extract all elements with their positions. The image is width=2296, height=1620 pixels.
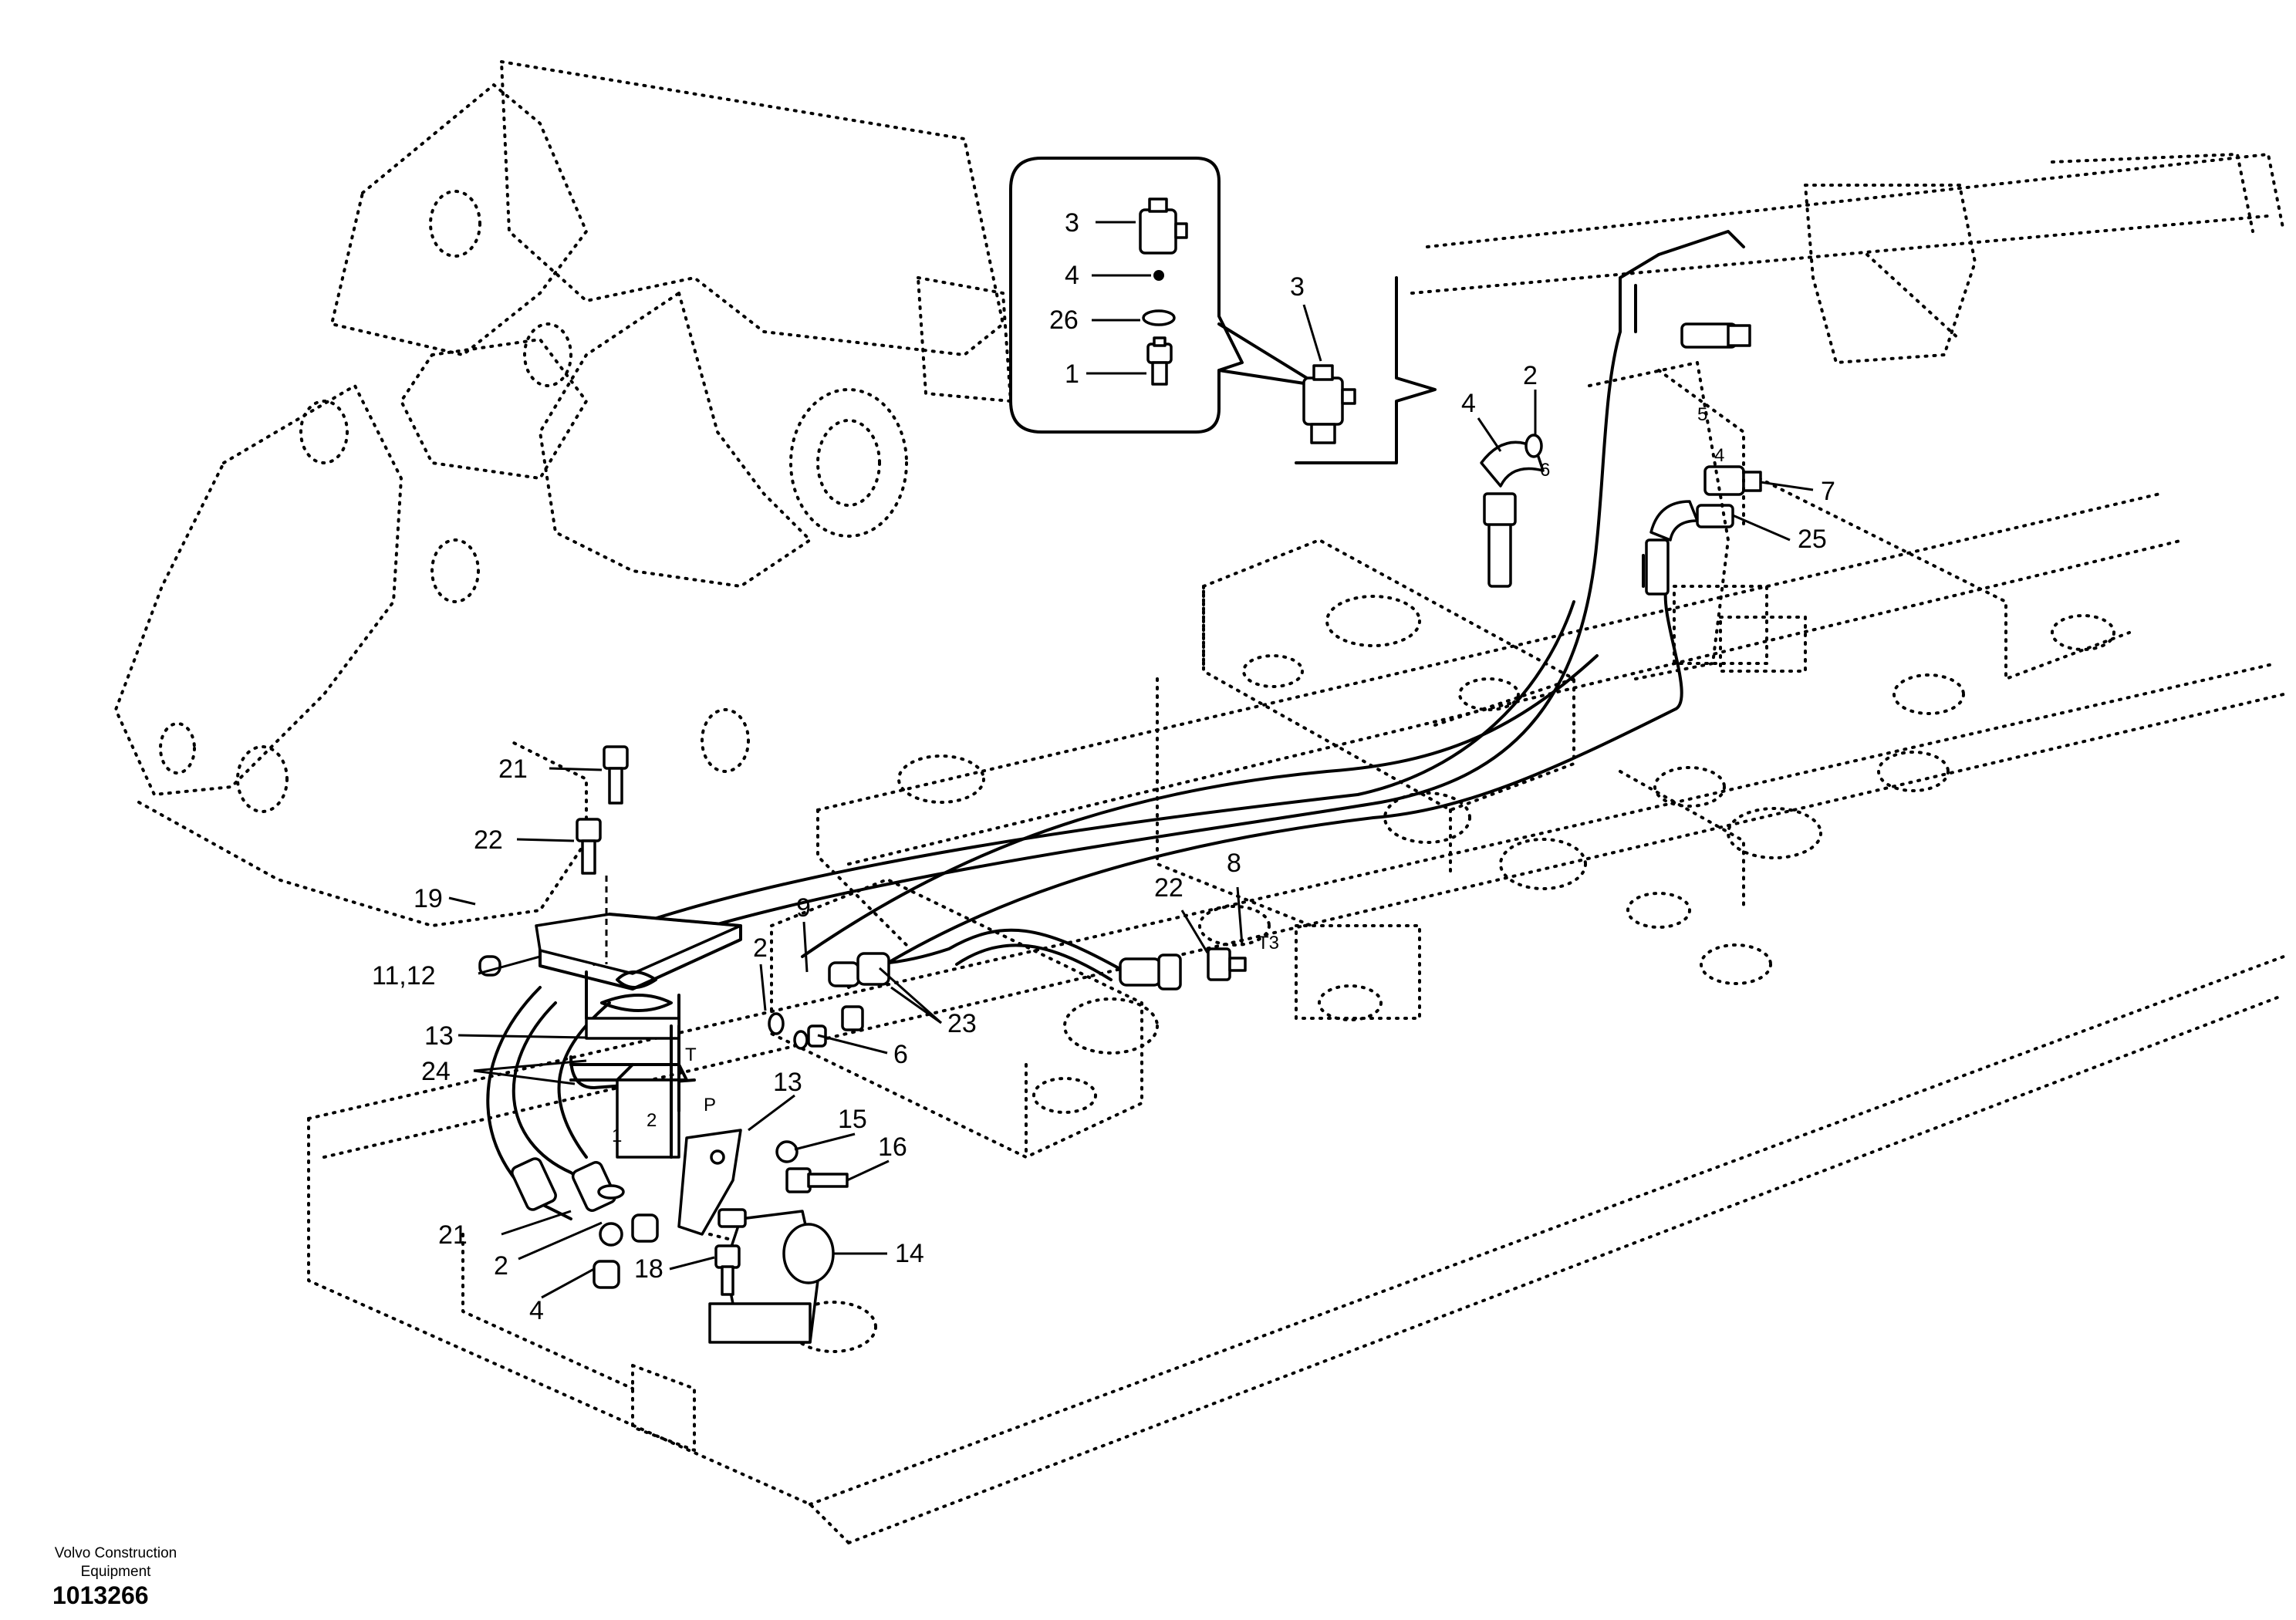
port-mark-t: T (685, 1045, 697, 1065)
port-mark-4: 4 (1714, 445, 1724, 466)
callout-14: 14 (895, 1239, 924, 1268)
callout-9: 9 (796, 893, 811, 923)
bracket-13 (677, 1129, 742, 1236)
callout-24: 25 (1798, 525, 1827, 554)
company-line-1: Volvo Construction (54, 1545, 177, 1561)
bolt-19 (603, 745, 629, 805)
callout-3: 3 (1290, 272, 1305, 302)
bolt-16 (785, 1167, 849, 1193)
callout-13: 13 (773, 1068, 802, 1097)
company-line-2: Equipment (80, 1564, 151, 1580)
inset-part-1-adapter (1146, 336, 1173, 386)
inset-part-5-ball (1153, 270, 1164, 281)
callout-4-top: 4 (1461, 389, 1476, 418)
callout-16: 16 (878, 1132, 907, 1162)
callout-18: 18 (634, 1254, 663, 1284)
callout-2-top: 2 (1523, 361, 1538, 390)
bolt-20 (576, 818, 602, 875)
callout-labels: 3 4 26 1 3 4 2 7 25 21 22 19 11,12 13 24… (372, 208, 1835, 1325)
callout-8: 8 (1227, 849, 1241, 878)
callout-23: 23 (947, 1009, 977, 1038)
inset-callout-5: 4 (1065, 261, 1079, 290)
port-mark-5: 5 (1697, 404, 1707, 425)
port-mark-p: P (704, 1095, 716, 1115)
part-3-sensor-assembly (1302, 304, 1356, 444)
callout-11-12: 11,12 (372, 961, 436, 991)
inset-callout-1: 1 (1065, 359, 1079, 389)
port-mark-1: 1 (612, 1126, 622, 1146)
document-number: 1013266 (52, 1581, 149, 1609)
callout-25: 24 (421, 1057, 451, 1086)
inset-part-26-oring (1142, 309, 1176, 326)
callout-7: 7 (1821, 477, 1835, 506)
hydraulic-hoses (486, 230, 1745, 1220)
callout-2-low: 2 (494, 1251, 508, 1281)
inset-part-3-sensor (1139, 197, 1188, 255)
company-name: Volvo Construction Equipment (31, 1544, 201, 1581)
port-marks: T3 P T 1 2 5 6 4 (612, 404, 1724, 1146)
callout-22: 22 (1154, 873, 1183, 903)
callout-17: 19 (414, 884, 443, 913)
bolt-18 (714, 1244, 741, 1296)
hose-end-fittings (511, 322, 1807, 1289)
pedal-valve-assembly (478, 913, 742, 1159)
washer-15 (775, 1140, 799, 1163)
port-mark-2: 2 (647, 1110, 657, 1131)
port-mark-t3: T3 (1258, 933, 1279, 953)
callout-2-mid: 2 (753, 933, 768, 963)
callout-15: 15 (838, 1105, 867, 1134)
callout-6: 6 (893, 1040, 908, 1069)
callout-4-low: 4 (529, 1296, 544, 1325)
callout-20: 22 (474, 825, 503, 855)
callout-leaders (448, 390, 1814, 1299)
background-frame-outline (114, 60, 2285, 1544)
port-mark-6: 6 (1540, 460, 1550, 481)
inset-callout-26: 26 (1049, 305, 1079, 335)
callout-19: 21 (498, 754, 528, 784)
callout-21: 21 (438, 1220, 468, 1250)
callout-10: 13 (424, 1021, 454, 1051)
switch-14 (708, 1208, 835, 1344)
inset-detail-box (1009, 157, 1321, 434)
inset-callout-3: 3 (1065, 208, 1079, 238)
